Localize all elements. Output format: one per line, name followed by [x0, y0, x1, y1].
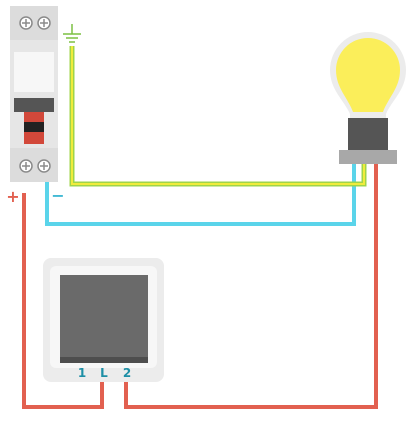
earth-wire-inner: [71, 46, 365, 185]
live-wire-switched: [124, 162, 378, 409]
terminal-screw-icon: [37, 159, 51, 173]
terminal-1-label: 1: [78, 366, 86, 380]
minus-label: −: [51, 186, 64, 205]
ground-icon: [63, 24, 81, 43]
terminal-screw-icon: [19, 159, 33, 173]
terminal-2-label: 2: [123, 366, 131, 380]
earth-wire-outer: [69, 46, 367, 187]
terminal-screw-icon: [37, 16, 51, 30]
terminal-l-label: L: [100, 366, 108, 380]
terminal-screw-icon: [19, 16, 33, 30]
breaker-toggle[interactable]: [14, 98, 54, 112]
neutral-wire: [45, 162, 356, 226]
wall-switch[interactable]: [43, 258, 164, 382]
plus-label: +: [6, 187, 19, 206]
switch-rocker[interactable]: [60, 275, 148, 363]
live-wire-supply: [22, 193, 104, 409]
circuit-breaker[interactable]: [10, 6, 58, 182]
light-bulb-icon: [330, 32, 406, 164]
